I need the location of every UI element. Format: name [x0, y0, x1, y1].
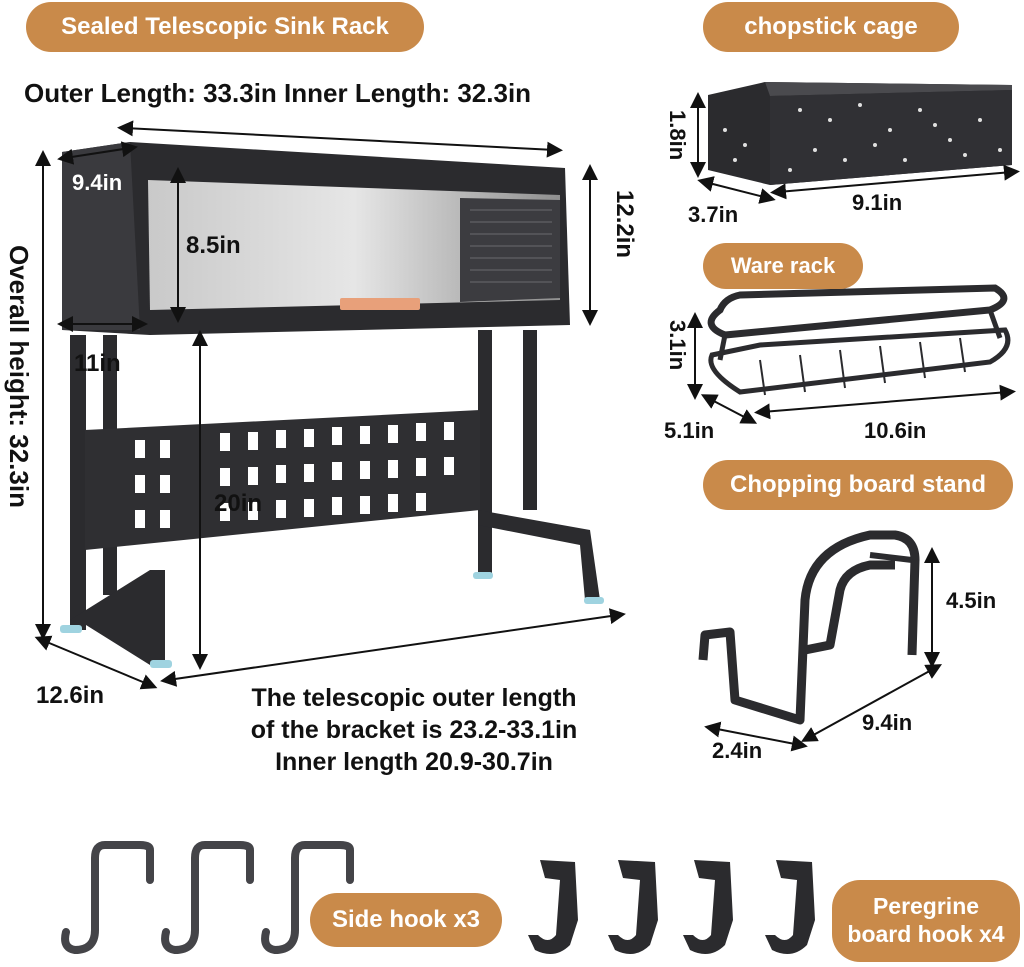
peregrine-hooks-drawing: [528, 860, 815, 954]
stand-height-dimension: 4.5in: [946, 588, 997, 613]
stand-length-dimension: 9.4in: [862, 710, 913, 735]
chopstick-cage-label: chopstick cage: [703, 2, 959, 52]
side-hooks-drawing: [61, 841, 354, 954]
peregrine-hook-label-line2: board hook x4: [847, 921, 1005, 947]
ware-length-dimension: 10.6in: [864, 418, 927, 443]
door-height-dimension: 8.5in: [186, 232, 241, 259]
chopping-board-stand-label: Chopping board stand: [703, 460, 1013, 510]
chopping-board-stand-drawing: [698, 530, 920, 725]
outer-inner-length-dimension: Outer Length: 33.3in Inner Length: 32.3i…: [24, 78, 532, 108]
top-depth-dimension: 9.4in: [72, 170, 123, 195]
chopstick-cage-drawing: [708, 82, 1012, 185]
cage-length-dimension: 9.1in: [852, 190, 903, 215]
cabinet-height-dimension: 12.2in: [611, 190, 638, 259]
ware-height-dimension: 3.1in: [665, 320, 690, 371]
caption-line-3: Inner length 20.9-30.7in: [275, 748, 553, 776]
peregrine-hook-label: Peregrine board hook x4: [832, 880, 1020, 962]
sink-rack-drawing: [60, 142, 604, 668]
stand-depth-dimension: 2.4in: [712, 738, 763, 763]
side-hook-label: Side hook x3: [310, 893, 502, 947]
bottom-depth-dimension: 11in: [74, 350, 121, 377]
telescopic-caption: The telescopic outer length of the brack…: [206, 682, 622, 778]
base-depth-dimension: 12.6in: [36, 682, 105, 709]
peregrine-hook-label-line1: Peregrine: [872, 893, 980, 920]
cage-width-dimension: 3.7in: [688, 202, 739, 227]
overall-height-dimension: Overall height: 32.3in: [4, 245, 34, 508]
ware-width-dimension: 5.1in: [664, 418, 715, 443]
leg-height-dimension: 20in: [214, 490, 263, 517]
ware-rack-label: Ware rack: [703, 243, 863, 289]
cage-height-dimension: 1.8in: [665, 110, 690, 161]
sink-rack-label: Sealed Telescopic Sink Rack: [26, 2, 424, 52]
caption-line-1: The telescopic outer length: [251, 684, 577, 712]
caption-line-2: of the bracket is 23.2-33.1in: [250, 716, 578, 744]
ware-rack-drawing: [707, 284, 1011, 396]
